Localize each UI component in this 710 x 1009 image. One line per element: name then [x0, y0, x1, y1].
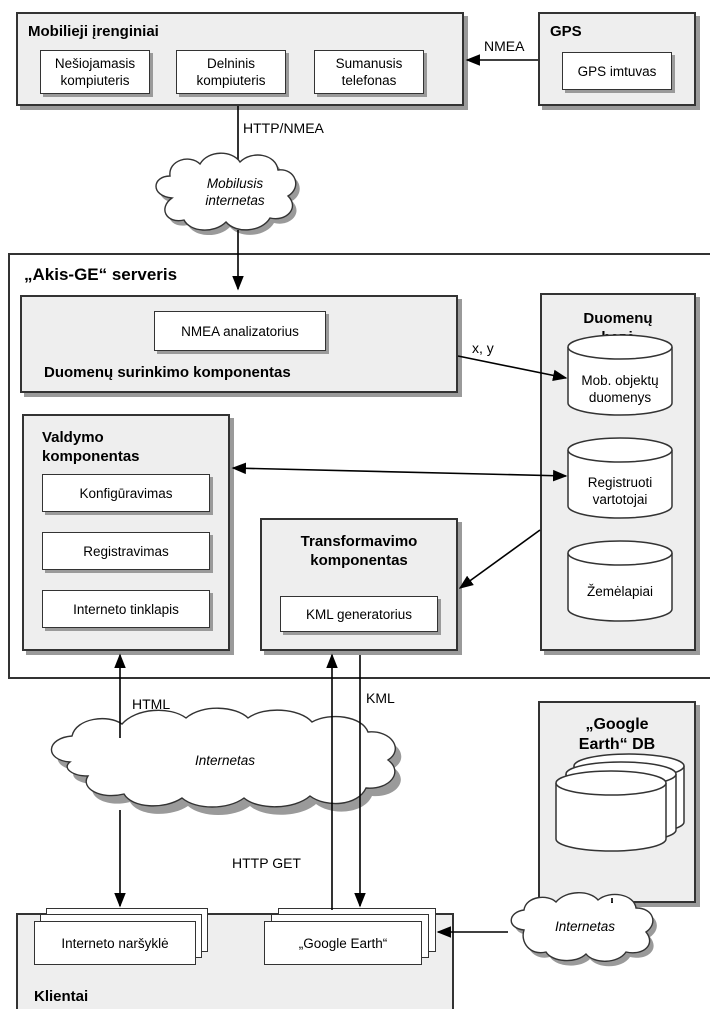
xy-label: x, y [472, 340, 494, 356]
nmea-analyzer: NMEA analizatorius [154, 311, 326, 351]
kml-label: KML [366, 690, 395, 706]
data-collection-title: Duomenų surinkimo komponentas [44, 364, 291, 381]
gps-title: GPS [550, 23, 582, 40]
web-page-item: Interneto tinklapis [42, 590, 210, 628]
gps-group: GPS GPS imtuvas [538, 12, 696, 106]
db-cylinder-mobile-objects [567, 334, 673, 416]
mobile-devices-title: Mobilieji įrenginiai [28, 23, 159, 40]
server-title: „Akis-GE“ serveris [24, 265, 178, 284]
html-label: HTML [132, 696, 171, 712]
db-maps-text: Žemėlapiai [586, 584, 654, 599]
internet-cloud-main [50, 707, 402, 815]
control-title: Valdymo komponentas [42, 429, 140, 465]
db-to-transform-arrow [458, 529, 541, 589]
smartphone-device: Sumanusis telefonas [314, 50, 424, 94]
mobile-devices-group: Mobilieji įrenginiai Nešiojamasis kompiu… [16, 12, 464, 106]
configuration-item: Konfigūravimas [42, 474, 210, 512]
kml-generator: KML generatorius [280, 596, 438, 632]
internet-main-text: Internetas [194, 753, 256, 768]
google-earth-db-cylinders [555, 753, 685, 852]
google-earth-client[interactable]: „Google Earth“ [264, 921, 422, 965]
transform-title: Transformavimo komponentas [300, 533, 418, 569]
data-collection-component: NMEA analizatorius Duomenų surinkimo kom… [20, 295, 458, 393]
mobile-internet-cloud [155, 152, 300, 236]
transform-component: Transformavimo komponentas KML generator… [260, 518, 458, 651]
internet-right-text: Internetas [554, 919, 616, 934]
http-get-label: HTTP GET [232, 855, 301, 871]
google-earth-db-title: „Google Earth“ DB [578, 716, 656, 753]
nmea-label: NMEA [484, 38, 525, 54]
http-nmea-label: HTTP/NMEA [243, 120, 324, 136]
db-registered-users-text: Registruoti vartotojai [587, 475, 653, 507]
db-mobile-objects-text: Mob. objektų duomenys [581, 373, 659, 405]
db-cylinder-maps [567, 540, 673, 622]
mobile-internet-text: Mobilusis internetas [205, 176, 265, 208]
pda-device: Delninis kompiuteris [176, 50, 286, 94]
collector-to-db-arrow [457, 355, 568, 382]
db-cylinder-registered-users [567, 437, 673, 519]
internet-cloud-right [510, 892, 657, 967]
control-db-double-arrow [231, 462, 568, 482]
control-component: Valdymo komponentas Konfigūravimas Regis… [22, 414, 230, 651]
laptop-device: Nešiojamasis kompiuteris [40, 50, 150, 94]
gps-receiver: GPS imtuvas [562, 52, 672, 90]
registration-item: Registravimas [42, 532, 210, 570]
browser-client[interactable]: Interneto naršyklė [34, 921, 196, 965]
clients-title: Klientai [34, 988, 89, 1005]
